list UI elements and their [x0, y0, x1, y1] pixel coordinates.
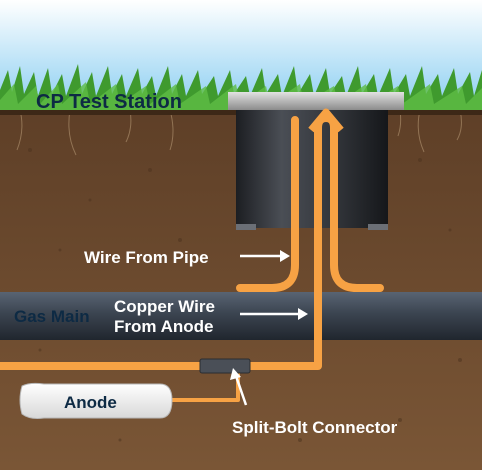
test-station-bottom-notch-left: [236, 224, 256, 230]
label-test-station: CP Test Station: [36, 91, 182, 113]
label-split-bolt: Split-Bolt Connector: [232, 418, 398, 437]
gas-main-pipe: [0, 292, 482, 340]
anode: [19, 382, 173, 419]
anode-body: [19, 382, 173, 419]
test-station-bottom-notch-right: [368, 224, 388, 230]
wire-arrow-tip: [308, 108, 344, 133]
label-gas-main: Gas Main: [14, 307, 90, 326]
pointer-arrows: [230, 250, 308, 406]
label-wire-from-pipe: Wire From Pipe: [84, 248, 209, 267]
label-copper-wire-line2: From Anode: [114, 317, 213, 336]
wire-from-pipe: [236, 116, 299, 292]
test-station-body: [236, 108, 388, 228]
label-anode: Anode: [64, 393, 117, 412]
test-station: [228, 92, 404, 230]
soil-texture: [28, 148, 462, 442]
arrow-split-bolt: [234, 375, 248, 406]
test-station-lid: [228, 92, 404, 110]
split-bolt-connector: [199, 358, 251, 374]
label-copper-wire-line1: Copper Wire: [114, 297, 215, 316]
